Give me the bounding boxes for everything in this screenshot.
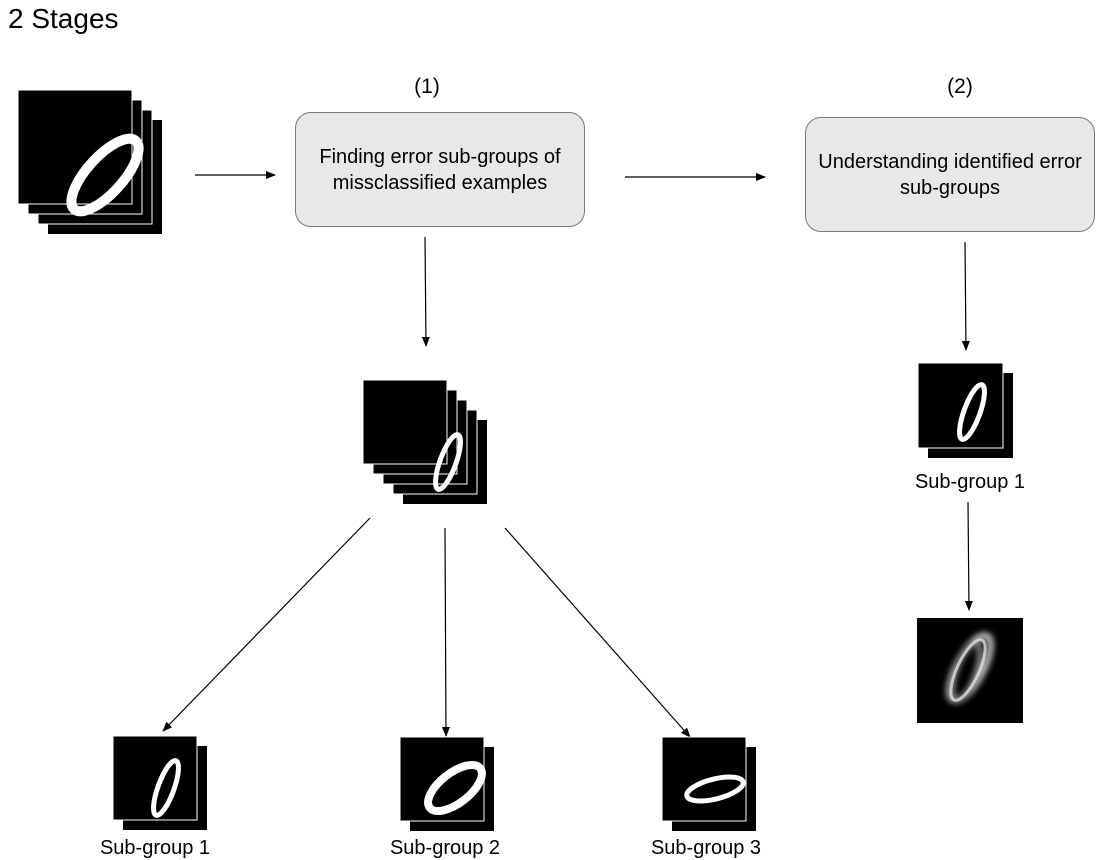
subgroup-3-image-stack	[661, 736, 756, 831]
stage-2-box: Understanding identified error sub-group…	[805, 117, 1095, 232]
subgroup-1-image-stack	[112, 735, 207, 830]
stage-2-box-text: Understanding identified error sub-group…	[818, 150, 1082, 199]
arrow-subgroup-to-mean	[964, 501, 973, 611]
subgroup-3-digit-icon	[684, 774, 746, 804]
arrow-stage1-down	[421, 236, 430, 347]
input-image-stack	[17, 89, 162, 234]
averaged-subgroup-image	[917, 618, 1023, 723]
input-digit-icon	[66, 133, 144, 217]
arrow-to-subgroup-3	[504, 527, 691, 738]
arrow-to-subgroup-2	[441, 527, 450, 737]
arrow-stage2-down	[961, 241, 970, 351]
subgroup-2-digit-icon	[424, 761, 486, 815]
subgroup-1-caption: Sub-group 1	[99, 837, 211, 859]
identified-subgroup-caption: Sub-group 1	[914, 471, 1026, 493]
misclassified-digit-icon	[433, 432, 463, 492]
page-title: 2 Stages	[8, 3, 119, 34]
arrow-to-subgroup-1	[162, 517, 371, 732]
subgroup-3-caption: Sub-group 3	[650, 837, 762, 859]
subgroup-2-caption: Sub-group 2	[389, 837, 501, 859]
misclassified-image-stack	[362, 379, 487, 504]
stage-1-box-text: Finding error sub-groups of missclassifi…	[319, 145, 561, 194]
subgroup-2-image-stack	[399, 736, 494, 831]
subgroup-1-digit-icon	[151, 758, 181, 818]
stage-1-box: Finding error sub-groups of missclassifi…	[295, 112, 585, 227]
stage-1-label: (1)	[414, 75, 440, 98]
identified-subgroup-digit-icon	[957, 382, 987, 442]
identified-subgroup-image-stack	[917, 362, 1013, 458]
stage-2-label: (2)	[947, 75, 973, 98]
